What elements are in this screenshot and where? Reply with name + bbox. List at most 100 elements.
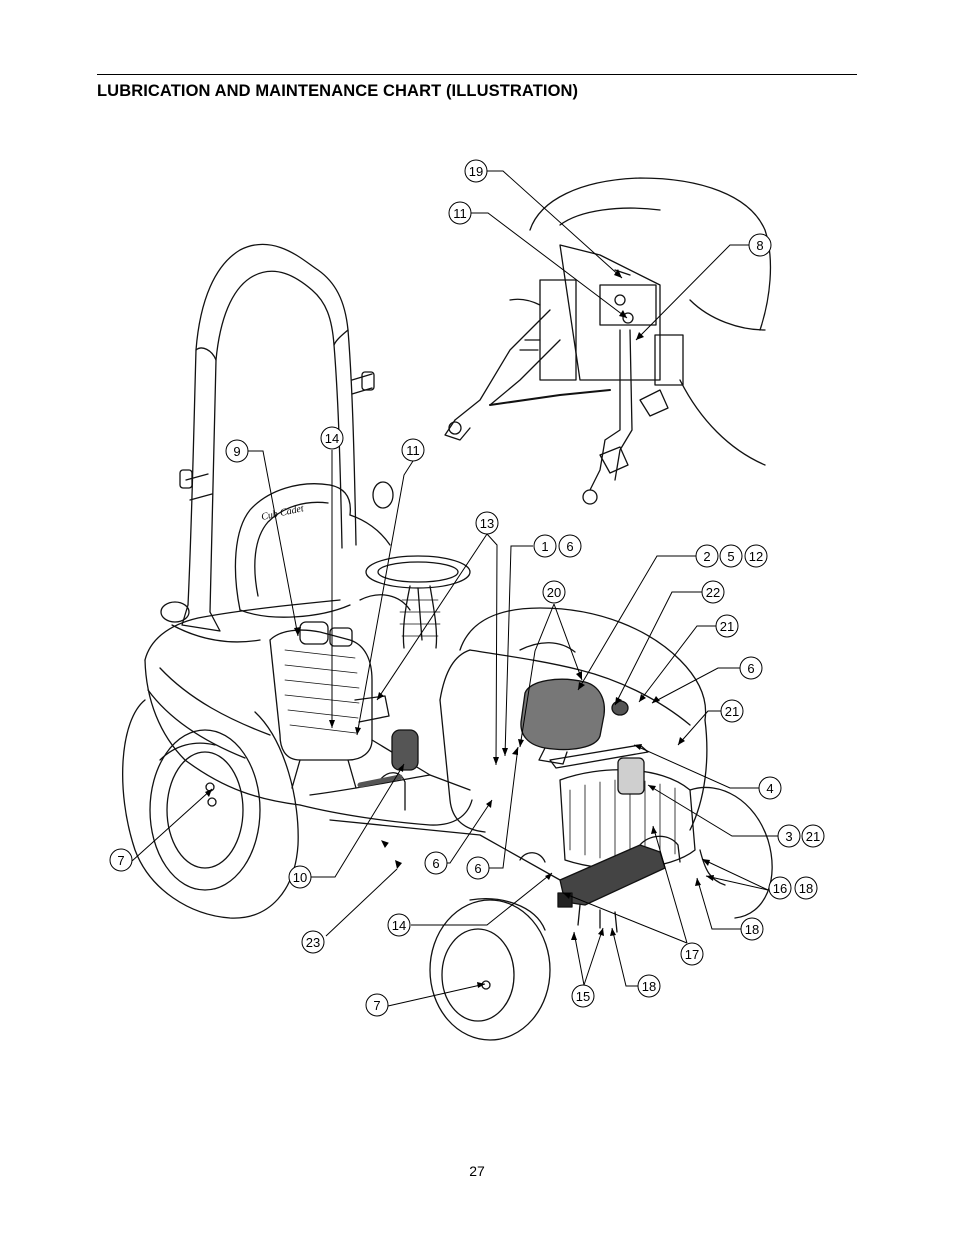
callout-11-left: 11	[401, 438, 425, 462]
svg-text:21: 21	[720, 619, 734, 634]
front-left-tire	[429, 898, 551, 1041]
leader-19	[487, 170, 623, 279]
callout-18-right-a: 18	[794, 876, 818, 900]
callout-23: 23	[301, 930, 325, 954]
air-cleaner	[520, 678, 629, 765]
svg-text:12: 12	[749, 549, 763, 564]
callout-21-b: 21	[720, 699, 744, 723]
leader-16-18a	[701, 858, 769, 891]
callout-11-top: 11	[448, 201, 472, 225]
svg-text:18: 18	[799, 881, 813, 896]
leader-6-right	[651, 667, 740, 704]
svg-text:13: 13	[480, 516, 494, 531]
callout-8: 8	[748, 233, 772, 257]
svg-text:18: 18	[745, 922, 759, 937]
arrow-heads	[205, 269, 714, 988]
callout-21-c: 21	[801, 824, 825, 848]
svg-text:21: 21	[725, 704, 739, 719]
svg-text:15: 15	[576, 989, 590, 1004]
callout-9: 9	[225, 439, 249, 463]
svg-text:3: 3	[785, 829, 792, 844]
header-rule	[97, 74, 857, 75]
leader-23	[325, 868, 398, 937]
callout-14-top: 14	[320, 426, 344, 450]
callout-10: 10	[288, 865, 312, 889]
leader-9	[248, 450, 299, 637]
svg-text:18: 18	[642, 979, 656, 994]
leader-15a	[573, 931, 585, 986]
leader-22	[614, 591, 702, 706]
svg-text:7: 7	[373, 998, 380, 1013]
leader-17a	[562, 892, 688, 944]
leader-18-bottom	[611, 927, 638, 987]
tractor-line-art	[122, 177, 773, 1041]
leader-23-head	[381, 840, 389, 848]
leader-20b	[553, 603, 583, 681]
svg-text:6: 6	[566, 539, 573, 554]
hood	[439, 607, 708, 833]
svg-text:7: 7	[117, 853, 124, 868]
svg-text:9: 9	[233, 444, 240, 459]
callout-6-right: 6	[739, 656, 763, 680]
rops-roll-bar	[179, 243, 375, 632]
leader-8	[635, 244, 749, 341]
svg-text:2: 2	[703, 549, 710, 564]
leader-7-front	[387, 983, 486, 1007]
svg-text:10: 10	[293, 870, 307, 885]
rear-left-tire	[122, 699, 299, 919]
svg-text:5: 5	[727, 549, 734, 564]
callout-19: 19	[464, 159, 488, 183]
grille	[549, 744, 696, 870]
leader-21-a	[638, 625, 716, 703]
callout-7-front: 7	[365, 993, 389, 1017]
leader-1-6	[504, 545, 533, 757]
rear-body	[144, 481, 473, 826]
page-number: 27	[469, 1163, 485, 1179]
callout-14-bottom: 14	[387, 913, 411, 937]
svg-text:14: 14	[325, 431, 339, 446]
svg-text:4: 4	[766, 781, 773, 796]
leader-18-right	[696, 877, 741, 930]
leader-15b	[583, 927, 604, 986]
svg-text:22: 22	[706, 585, 720, 600]
seat-logo: Cub Cadet	[260, 503, 305, 523]
callout-2: 2	[695, 544, 719, 568]
callout-18-right-b: 18	[740, 917, 764, 941]
three-point-hitch-inset	[444, 177, 772, 505]
svg-text:11: 11	[453, 206, 467, 221]
svg-text:16: 16	[773, 881, 787, 896]
svg-text:6: 6	[747, 661, 754, 676]
callouts: 19 11 8 9 14 11 13 1	[109, 159, 825, 1017]
callout-12: 12	[744, 544, 768, 568]
callout-22: 22	[701, 580, 725, 604]
leader-10	[311, 763, 405, 878]
front-axle	[557, 835, 681, 908]
svg-text:23: 23	[306, 935, 320, 950]
callout-5: 5	[719, 544, 743, 568]
callout-18-bottom: 18	[637, 974, 661, 998]
callout-6-bottom-b: 6	[466, 856, 490, 880]
leader-21-b	[677, 710, 721, 746]
leader-3-21	[647, 784, 779, 837]
leader-7-rear	[131, 788, 213, 862]
svg-text:8: 8	[756, 238, 763, 253]
callout-1: 1	[533, 534, 557, 558]
leader-13b	[376, 533, 488, 701]
svg-text:6: 6	[432, 856, 439, 871]
leader-13a	[486, 533, 498, 766]
front-right-wheel	[689, 786, 773, 919]
callout-6-top: 6	[558, 534, 582, 558]
page-title: LUBRICATION AND MAINTENANCE CHART (ILLUS…	[97, 82, 579, 100]
callout-7-rear: 7	[109, 848, 133, 872]
svg-text:6: 6	[474, 861, 481, 876]
callout-15: 15	[571, 984, 595, 1008]
engine-assembly	[269, 594, 411, 789]
svg-text:17: 17	[685, 947, 699, 962]
svg-text:1: 1	[541, 539, 548, 554]
callout-21-a: 21	[715, 614, 739, 638]
callout-20: 20	[542, 580, 566, 604]
leader-2-5-12	[577, 555, 696, 691]
leader-4	[633, 744, 759, 789]
callout-3: 3	[777, 824, 801, 848]
svg-text:14: 14	[392, 918, 406, 933]
